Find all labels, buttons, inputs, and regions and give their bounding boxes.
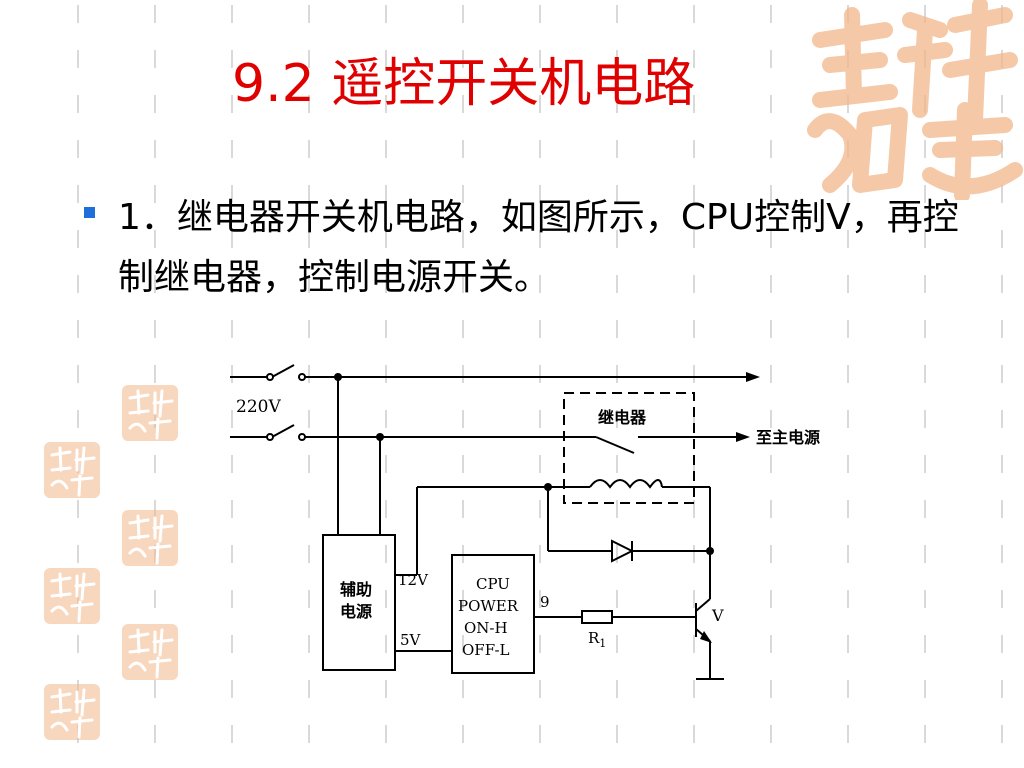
slide-title: 9.2 遥控开关机电路 bbox=[232, 54, 696, 114]
voltage-label: 220V bbox=[236, 397, 281, 417]
transistor-label: V bbox=[711, 606, 724, 625]
decorative-seal-small bbox=[122, 385, 178, 441]
output-label: 至主电源 bbox=[756, 428, 820, 447]
v5-label: 5V bbox=[400, 631, 422, 649]
bullet-marker bbox=[84, 207, 95, 218]
cpu-label-line2: POWER bbox=[458, 597, 519, 615]
pin-label: 9 bbox=[540, 593, 550, 611]
decorative-seal-small bbox=[122, 624, 178, 680]
cpu-label-line1: CPU bbox=[476, 575, 510, 593]
decorative-seal-large bbox=[807, 0, 1023, 200]
v12-label: 12V bbox=[398, 571, 429, 589]
resistor-label: R1 bbox=[588, 629, 606, 650]
decorative-seal-small bbox=[44, 442, 100, 498]
relay-circuit-diagram: 220V 继电器 至主电源 辅助 电源 12V 5V CPU POWER ON-… bbox=[230, 364, 820, 680]
cpu-label-line4: OFF-L bbox=[462, 641, 510, 659]
decorative-seal-small bbox=[44, 568, 100, 624]
decorative-seal-small bbox=[44, 684, 100, 740]
decorative-seal-small bbox=[122, 510, 178, 566]
aux-power-label-line1: 辅助 bbox=[340, 580, 372, 599]
bullet-text: 1．继电器开关机电路，如图所示，CPU控制V，再控制继电器，控制电源开关。 bbox=[118, 197, 959, 298]
aux-power-label-line2: 电源 bbox=[340, 602, 372, 621]
relay-label: 继电器 bbox=[598, 408, 647, 427]
cpu-label-line3: ON-H bbox=[464, 619, 508, 637]
